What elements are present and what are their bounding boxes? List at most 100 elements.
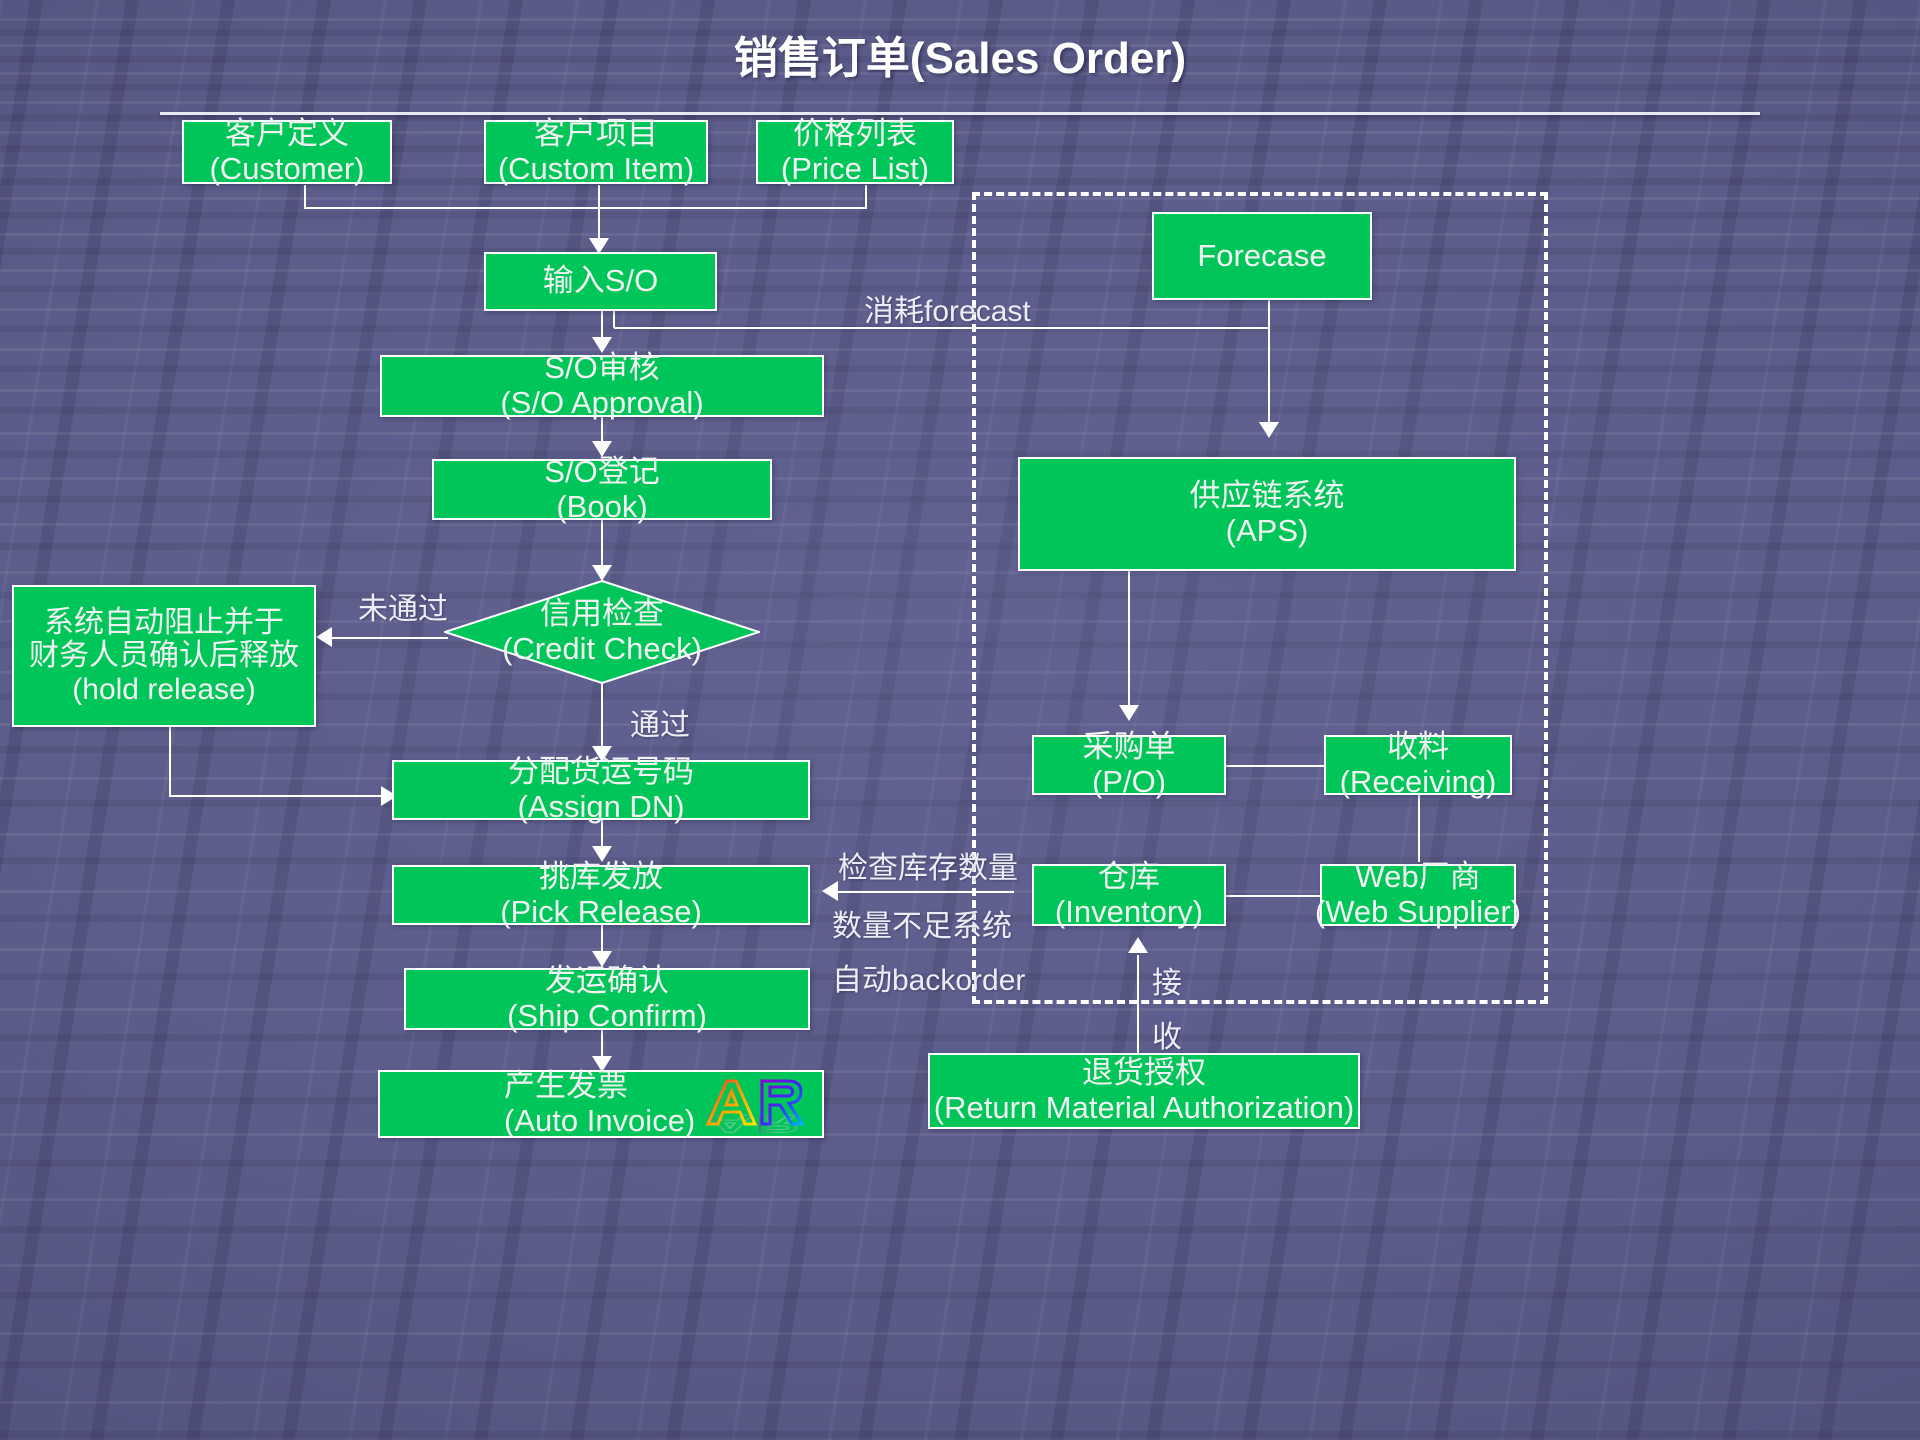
node-inventory[interactable]: 仓库 (Inventory) (1032, 860, 1226, 929)
arrowhead-to-so-approval (592, 337, 612, 353)
node-rma-line2: (Return Material Authorization) (933, 1090, 1355, 1125)
arrowhead-to-pick-release (592, 846, 612, 862)
arrowhead-stockcheck-to-pick (822, 881, 838, 901)
label-auto-backorder: 自动backorder (832, 964, 1026, 997)
node-pick-release-line2: (Pick Release) (500, 894, 702, 929)
node-so-book-line1: S/O登记 (544, 453, 660, 489)
connector-hold-down (169, 727, 171, 797)
node-receiving-line2: (Receiving) (1339, 764, 1497, 799)
node-auto-invoice-line2: (Auto Invoice) (504, 1103, 696, 1138)
connector-stockcheck-to-pick (836, 891, 1014, 893)
node-pick-release-line1: 挑库发放 (539, 859, 663, 895)
node-web-supplier-line1: Web厂商 (1355, 859, 1481, 895)
connector-customitem-down (598, 185, 600, 247)
label-receive-char1: 接 (1152, 967, 1182, 1000)
node-enter-so-line1: 输入S/O (542, 263, 659, 299)
connector-top-junction-bar (304, 207, 867, 209)
connector-customer-down (304, 185, 306, 209)
connector-hold-right (169, 795, 383, 797)
page-title: 销售订单(Sales Order) (733, 34, 1187, 83)
arrowhead-to-credit-check (592, 565, 612, 581)
node-web-supplier-line2: (Web Supplier) (1314, 894, 1522, 929)
node-price-list-line1: 价格列表 (793, 116, 917, 152)
node-ship-confirm[interactable]: 发运确认 (Ship Confirm) (404, 964, 810, 1033)
node-so-approval-line1: S/O审核 (544, 350, 660, 386)
node-receiving-line1: 收料 (1387, 729, 1449, 765)
node-aps-line1: 供应链系统 (1189, 478, 1345, 514)
title-divider (160, 112, 1760, 115)
node-assign-dn-line1: 分配货运号码 (508, 754, 694, 790)
node-web-supplier[interactable]: Web厂商 (Web Supplier) (1315, 860, 1521, 929)
node-customer-line2: (Customer) (209, 151, 365, 186)
arrowhead-to-hold-release (316, 627, 332, 647)
node-credit-check-line2: (Credit Check) (502, 631, 702, 666)
arrowhead-to-purchase-order (1119, 705, 1139, 721)
connector-inventory-to-web (1226, 895, 1324, 897)
node-price-list[interactable]: 价格列表 (Price List) (756, 116, 954, 186)
connector-approval-to-book (601, 417, 603, 447)
arrowhead-to-inventory (1128, 937, 1148, 953)
connector-receiving-to-web (1418, 795, 1420, 862)
node-rma[interactable]: 退货授权 (Return Material Authorization) (928, 1053, 1360, 1129)
node-receiving[interactable]: 收料 (Receiving) (1324, 730, 1512, 799)
node-ship-confirm-line1: 发运确认 (545, 963, 669, 999)
arrowhead-to-auto-invoice (592, 1056, 612, 1072)
node-enter-so[interactable]: 输入S/O (484, 252, 717, 311)
node-custom-item[interactable]: 客户项目 (Custom Item) (484, 116, 708, 186)
node-customer-line1: 客户定义 (225, 116, 349, 152)
node-pick-release[interactable]: 挑库发放 (Pick Release) (392, 860, 810, 929)
connector-consume-forecast-stub (613, 311, 615, 328)
label-credit-pass: 通过 (630, 709, 690, 742)
node-inventory-line2: (Inventory) (1054, 894, 1204, 929)
node-ship-confirm-line2: (Ship Confirm) (507, 998, 707, 1033)
arrowhead-to-assign-dn (592, 746, 612, 762)
node-purchase-order-line2: (P/O) (1091, 764, 1167, 799)
credit-check-diamond-shape (444, 580, 760, 684)
arrowhead-to-aps (1259, 422, 1279, 438)
node-aps-line2: (APS) (1225, 513, 1309, 548)
node-forecast[interactable]: Forecase (1152, 212, 1372, 300)
connector-pricelist-down (865, 185, 867, 209)
page-title-wrap: 销售订单(Sales Order) (0, 22, 1920, 86)
connector-assigndn-to-pick (601, 820, 603, 852)
node-hold-release-line1: 系统自动阻止并于 (44, 605, 284, 639)
node-credit-check[interactable]: 信用检查 (Credit Check) (444, 580, 760, 684)
node-hold-release[interactable]: 系统自动阻止并于 财务人员确认后释放 (hold release) (12, 585, 316, 727)
node-price-list-line2: (Price List) (780, 151, 930, 186)
node-so-book[interactable]: S/O登记 (Book) (432, 454, 772, 523)
node-purchase-order[interactable]: 采购单 (P/O) (1032, 730, 1226, 799)
connector-ship-to-invoice (601, 1030, 603, 1066)
node-custom-item-line1: 客户项目 (534, 116, 658, 152)
label-qty-short-system: 数量不足系统 (832, 910, 1012, 943)
label-receive-char2: 收 (1152, 1021, 1182, 1054)
connector-aps-to-po (1128, 571, 1130, 711)
node-inventory-line1: 仓库 (1098, 859, 1160, 895)
node-custom-item-line2: (Custom Item) (497, 151, 695, 186)
connector-rma-to-inventory (1137, 955, 1139, 1060)
label-consume-forecast: 消耗forecast (864, 295, 1031, 328)
node-so-approval[interactable]: S/O审核 (S/O Approval) (380, 351, 824, 420)
ar-logo-icon (700, 1074, 820, 1136)
node-customer[interactable]: 客户定义 (Customer) (182, 116, 392, 186)
connector-book-to-credit (601, 520, 603, 572)
node-purchase-order-line1: 采购单 (1082, 729, 1176, 765)
connector-enterso-to-approval (601, 311, 603, 345)
node-aps[interactable]: 供应链系统 (APS) (1018, 457, 1516, 571)
connector-consume-forecast (614, 327, 1270, 329)
node-so-book-line2: (Book) (556, 488, 648, 524)
node-credit-check-label: 信用检查 (Credit Check) (444, 580, 760, 684)
node-rma-line1: 退货授权 (1082, 1055, 1206, 1091)
arrowhead-to-book (592, 441, 612, 457)
connector-po-to-receiving (1226, 765, 1324, 767)
arrowhead-to-enter-so (589, 238, 609, 254)
connector-credit-fail-to-hold (330, 637, 448, 639)
node-assign-dn[interactable]: 分配货运号码 (Assign DN) (392, 755, 810, 824)
node-auto-invoice[interactable]: 产生发票 (Auto Invoice) (378, 1068, 824, 1138)
arrowhead-to-ship-confirm (592, 951, 612, 967)
node-auto-invoice-line1: 产生发票 (504, 1068, 628, 1104)
node-hold-release-line2: 财务人员确认后释放 (29, 639, 299, 673)
node-forecast-line1: Forecase (1197, 237, 1327, 273)
node-assign-dn-line2: (Assign DN) (517, 789, 685, 824)
connector-credit-pass-to-assigndn (601, 684, 603, 756)
